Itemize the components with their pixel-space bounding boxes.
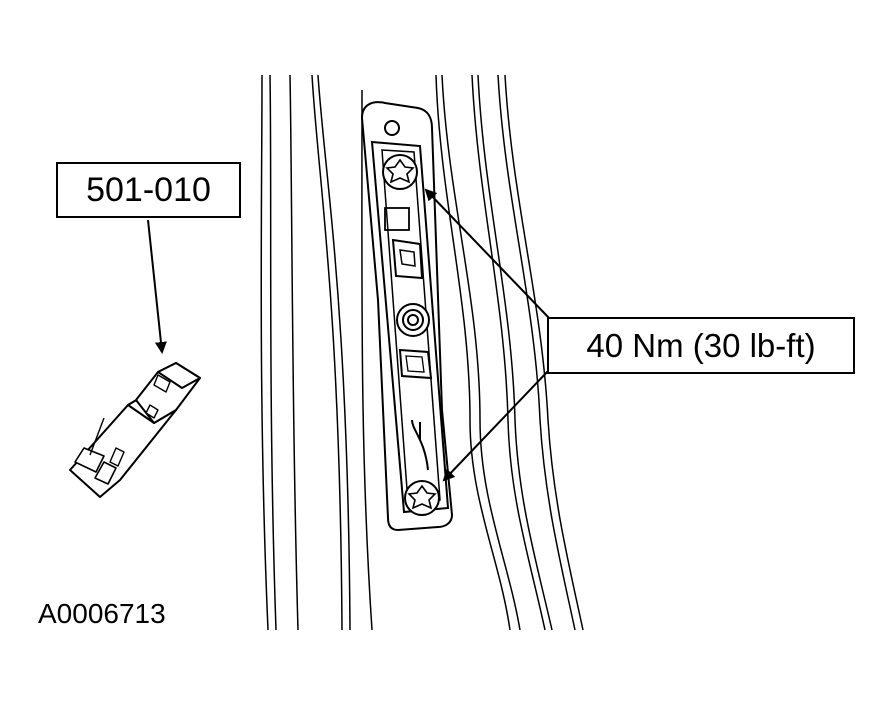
torx-bolt-icon bbox=[404, 480, 440, 516]
figure-id-label: A0006713 bbox=[38, 598, 166, 629]
upper-bolt-leader-arrow bbox=[424, 188, 550, 319]
pillar-trim-lines bbox=[260, 74, 584, 631]
leader-lines bbox=[147, 188, 550, 482]
torx-bolt-icon bbox=[382, 154, 418, 190]
lower-bolt-leader-arrow bbox=[442, 369, 550, 482]
torque-spec-label: 40 Nm (30 lb-ft) bbox=[547, 317, 855, 374]
belt-adjuster-rail bbox=[360, 101, 454, 532]
torx-socket-icon bbox=[69, 362, 201, 498]
tool-leader-arrow bbox=[147, 219, 167, 354]
tool-number-label: 501-010 bbox=[56, 162, 241, 218]
